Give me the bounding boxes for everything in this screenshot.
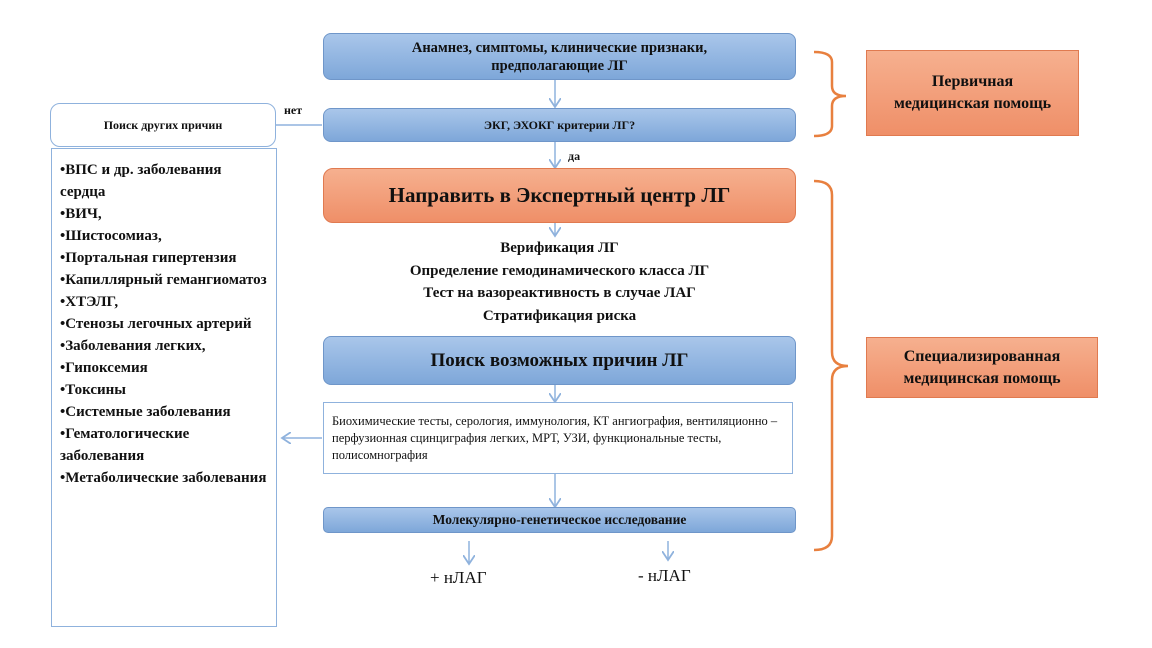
- label-no: нет: [284, 103, 303, 117]
- outcome-positive: + нЛАГ: [430, 568, 487, 587]
- cause-item: •Стенозы легочных артерий: [60, 316, 252, 332]
- cause-item: •Заболевания легких,: [60, 338, 206, 354]
- box-molecular-text: Молекулярно-генетическое исследование: [432, 512, 687, 527]
- box-other-causes-text: Поиск других причин: [103, 117, 223, 132]
- box-specialized-care-text: Специализированная медицинская помощь: [903, 347, 1061, 387]
- task-verification: Верификация ЛГ: [500, 240, 619, 256]
- cause-item: •ВИЧ,: [60, 206, 102, 222]
- cause-item: •Метаболические заболевания: [60, 470, 267, 486]
- causes-list: •ВПС и др. заболевания сердца •ВИЧ, •Шис…: [60, 159, 270, 489]
- box-molecular: Молекулярно-генетическое исследование: [323, 507, 796, 533]
- box-ecg-text: ЭКГ, ЭХОКГ критерии ЛГ?: [483, 117, 636, 132]
- outcome-negative: - нЛАГ: [638, 566, 691, 585]
- box-refer-text: Направить в Экспертный центр ЛГ: [388, 183, 731, 207]
- box-other-causes: Поиск других причин: [50, 103, 276, 147]
- box-refer-expert-center: Направить в Экспертный центр ЛГ: [323, 168, 796, 223]
- cause-item: •ХТЭЛГ,: [60, 294, 119, 310]
- box-primary-care: Первичная медицинская помощь: [866, 50, 1079, 136]
- cause-item: •Портальная гипертензия: [60, 250, 237, 266]
- box-search-causes: Поиск возможных причин ЛГ: [323, 336, 796, 385]
- brace-primary: [813, 50, 847, 138]
- label-yes: да: [568, 149, 581, 163]
- box-tests-text: Биохимические тесты, серология, иммуноло…: [332, 413, 778, 462]
- cause-item: •ВПС и др. заболевания сердца: [60, 162, 222, 200]
- box-anamnesis-text: Анамнез, симптомы, клинические признаки,…: [411, 39, 708, 74]
- box-anamnesis: Анамнез, симптомы, клинические признаки,…: [323, 33, 796, 80]
- cause-item: •Системные заболевания: [60, 404, 231, 420]
- cause-item: •Шистосомиаз,: [60, 228, 162, 244]
- box-causes-list: •ВПС и др. заболевания сердца •ВИЧ, •Шис…: [51, 148, 277, 627]
- box-ecg: ЭКГ, ЭХОКГ критерии ЛГ?: [323, 108, 796, 142]
- cause-item: •Гипоксемия: [60, 360, 148, 376]
- task-hemodynamic-class: Определение гемодинамического класса ЛГ: [409, 262, 710, 279]
- cause-item: •Токсины: [60, 382, 127, 398]
- box-primary-care-text: Первичная медицинская помощь: [893, 73, 1052, 112]
- box-specialized-care: Специализированная медицинская помощь: [866, 337, 1098, 398]
- box-tests: Биохимические тесты, серология, иммуноло…: [323, 402, 793, 474]
- brace-specialized: [813, 179, 849, 552]
- task-risk-stratification: Стратификация риска: [482, 307, 637, 324]
- cause-item: •Капиллярный гемангиоматоз: [60, 272, 267, 288]
- box-search-causes-text: Поиск возможных причин ЛГ: [430, 349, 689, 371]
- task-vasoreactivity: Тест на вазореактивность в случае ЛАГ: [423, 285, 696, 301]
- cause-item: •Гематологические заболевания: [60, 426, 190, 464]
- expert-tasks: Верификация ЛГ Определение гемодинамичес…: [323, 237, 796, 327]
